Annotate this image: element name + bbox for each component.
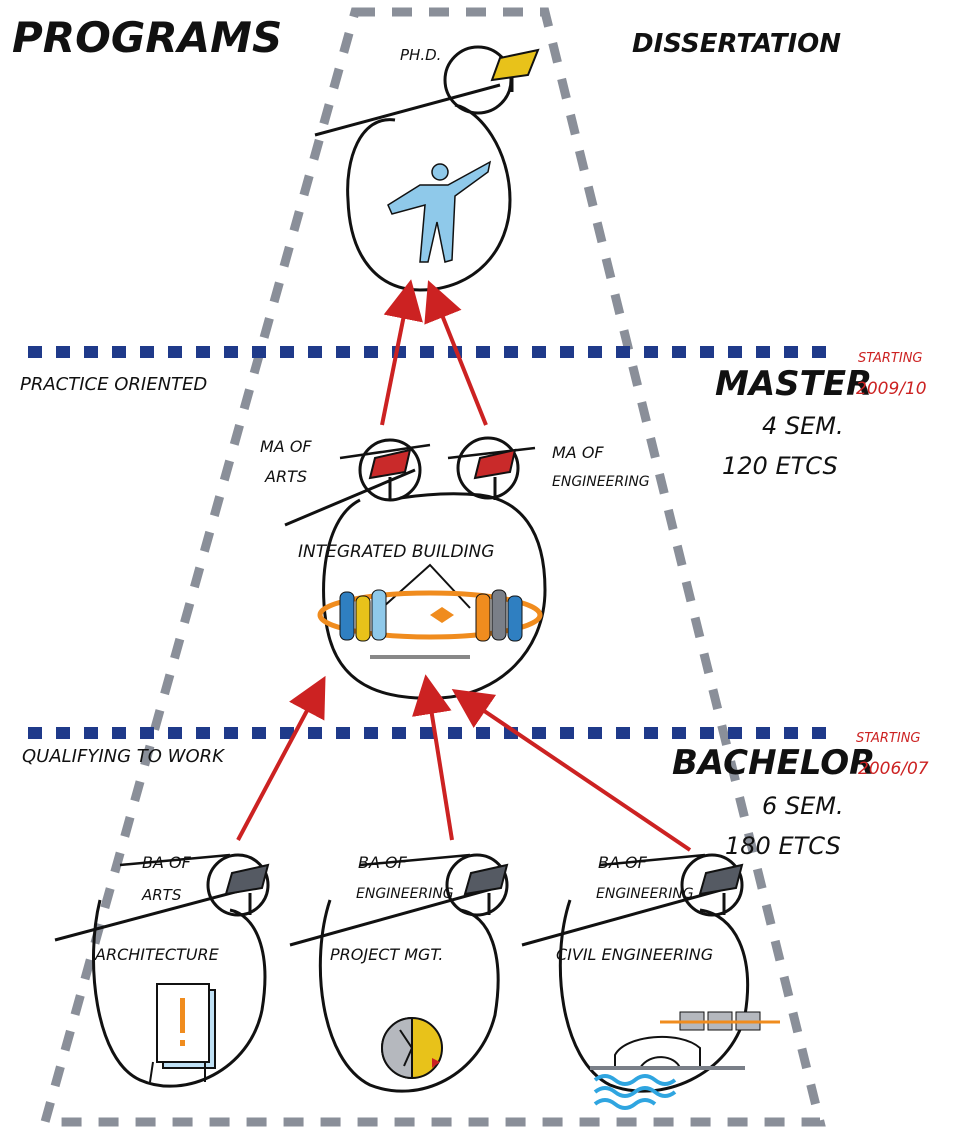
phd-label: PH.D. xyxy=(400,46,441,64)
master-credits: 120 ETCS xyxy=(722,452,838,480)
bachelor-project-figure xyxy=(289,853,509,1093)
bachelor-credits: 180 ETCS xyxy=(725,832,841,860)
project-mgt-label: PROJECT MGT. xyxy=(330,945,443,964)
master-title: MASTER xyxy=(715,364,872,404)
ba-project-line2: ENGINEERING xyxy=(356,886,454,902)
progression-arrows xyxy=(236,279,692,852)
ma-arts-line2: ARTS xyxy=(264,467,307,486)
ba-arts-line1: BA OF xyxy=(142,853,192,872)
ba-civil-line1: BA OF xyxy=(598,853,648,872)
architecture-label: ARCHITECTURE xyxy=(94,945,220,964)
page-title: PROGRAMS xyxy=(12,13,282,62)
phd-figure xyxy=(314,45,540,292)
master-semesters: 4 SEM. xyxy=(762,412,844,440)
arrow-ba-project-to-master xyxy=(412,674,454,841)
master-figure xyxy=(284,436,547,700)
bachelor-semesters: 6 SEM. xyxy=(762,792,844,820)
ma-arts-line1: MA OF xyxy=(260,437,312,456)
arrow-ba-civil-to-master xyxy=(451,689,692,852)
bachelor-title: BACHELOR xyxy=(672,743,875,783)
master-starting: STARTING xyxy=(858,351,923,366)
bachelor-year: 2006/07 xyxy=(858,759,929,779)
pyramid-outline xyxy=(39,7,826,1127)
bachelor-starting: STARTING xyxy=(856,731,921,746)
arrow-ma-eng-to-phd xyxy=(424,280,488,426)
civil-engineering-label: CIVIL ENGINEERING xyxy=(556,945,713,964)
ba-project-line1: BA OF xyxy=(358,853,408,872)
arrow-ba-arts-to-master xyxy=(236,675,326,841)
integrated-building-label: INTEGRATED BUILDING xyxy=(298,542,494,562)
master-year: 2009/10 xyxy=(856,379,927,399)
qualifying-label: QUALIFYING TO WORK xyxy=(22,746,225,767)
arrow-ma-arts-to-phd xyxy=(380,279,423,426)
ma-eng-line1: MA OF xyxy=(552,443,604,462)
ma-eng-line2: ENGINEERING xyxy=(552,474,650,490)
ba-arts-line2: ARTS xyxy=(141,886,182,904)
practice-oriented-label: PRACTICE ORIENTED xyxy=(20,374,207,395)
ba-civil-line2: ENGINEERING xyxy=(596,886,694,902)
bachelor-civil-figure xyxy=(521,853,780,1110)
dissertation-label: DISSERTATION xyxy=(632,29,841,59)
bachelor-architecture-figure xyxy=(54,853,270,1088)
